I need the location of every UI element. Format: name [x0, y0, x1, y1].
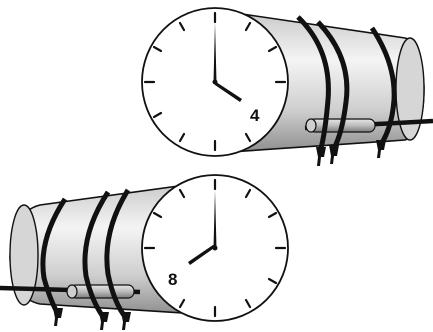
top-clock: 4 — [142, 8, 288, 156]
top-pipe-group: 4 — [142, 8, 433, 166]
bottom-temperature-sensor — [67, 285, 134, 298]
bottom-pipe-group: 8 — [0, 175, 288, 330]
bottom-clock: 8 — [142, 175, 288, 321]
bottom-clock-hour-label: 8 — [168, 270, 177, 289]
top-clock-hour-label: 4 — [250, 106, 260, 125]
